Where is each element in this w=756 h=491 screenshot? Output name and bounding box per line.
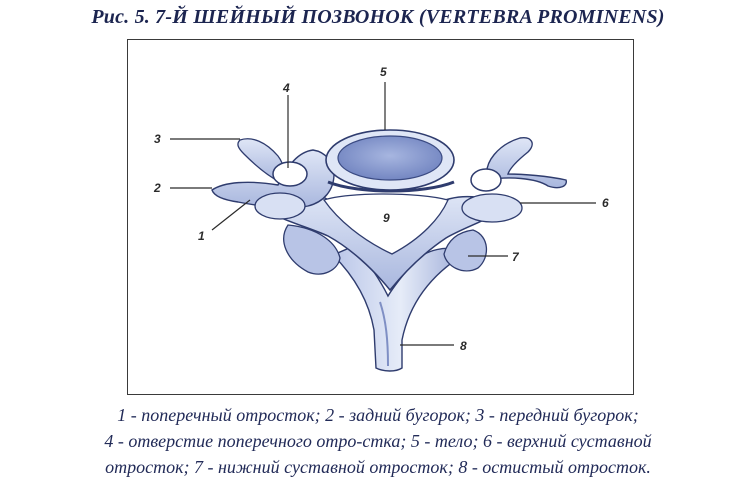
label-4: 4 xyxy=(282,81,290,95)
label-7: 7 xyxy=(512,250,520,264)
label-5: 5 xyxy=(380,65,387,79)
transverse-foramen-right xyxy=(470,168,502,192)
superior-articular-process-left xyxy=(254,192,306,220)
vertebral-body-underside xyxy=(327,180,455,193)
figure-caption: 1 - поперечный отросток; 2 - задний буго… xyxy=(0,402,756,480)
label-leaders xyxy=(170,82,596,346)
label-3: 3 xyxy=(154,132,161,146)
figure-frame: 1 2 3 4 5 6 7 8 9 xyxy=(127,39,634,395)
inferior-articular-process-right xyxy=(443,229,488,272)
caption-line-1: 1 - поперечный отросток; 2 - задний буго… xyxy=(117,405,639,425)
vertebral-foramen xyxy=(322,193,449,255)
label-9: 9 xyxy=(383,211,390,225)
superior-articular-process-right xyxy=(461,193,523,223)
caption-line-3: отросток; 7 - нижний суставной отросток;… xyxy=(105,457,651,477)
leader-1 xyxy=(211,199,251,231)
label-2: 2 xyxy=(153,181,161,195)
vertebra-illustration: 1 2 3 4 5 6 7 8 9 xyxy=(153,65,609,372)
label-1: 1 xyxy=(198,229,205,243)
caption-line-2: 4 - отверстие поперечного отро-стка; 5 -… xyxy=(104,431,652,451)
label-8: 8 xyxy=(460,339,467,353)
spinous-process-ridge xyxy=(379,301,389,367)
figure-title: Рис. 5. 7-Й ШЕЙНЫЙ ПОЗВОНОК (VERTEBRA PR… xyxy=(91,6,665,28)
transverse-foramen-left xyxy=(272,161,308,187)
label-6: 6 xyxy=(602,196,609,210)
vertebral-body xyxy=(337,135,443,181)
inferior-articular-process-left xyxy=(283,224,341,275)
